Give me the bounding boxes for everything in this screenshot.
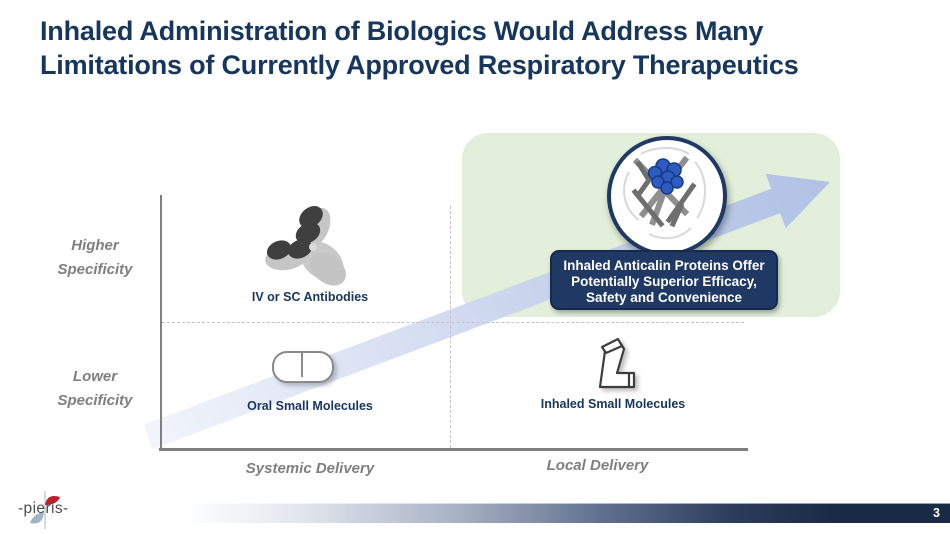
pieris-logo-butterfly <box>30 491 60 529</box>
pill-icon <box>272 351 334 383</box>
antibody-icon <box>265 206 346 286</box>
inhaler-icon <box>598 337 636 389</box>
oral-small-molecules-label: Oral Small Molecules <box>247 399 373 413</box>
anticalin-callout: Inhaled Anticalin Proteins Offer Potenti… <box>550 250 778 310</box>
inhaled-small-molecules-label: Inhaled Small Molecules <box>540 397 686 411</box>
antibodies-label: IV or SC Antibodies <box>251 290 369 304</box>
pill-divider <box>301 353 303 377</box>
anticalin-protein-icon <box>607 136 727 256</box>
systemic-delivery-label: Systemic Delivery <box>245 460 375 477</box>
lower-label-line2: Specificity <box>57 392 133 409</box>
callout-line3: Safety and Convenience <box>585 290 743 305</box>
slide-title: Inhaled Administration of Biologics Woul… <box>40 14 920 82</box>
callout-line2: Potentially Superior Efficacy, <box>571 274 757 289</box>
slide-title-line2: Limitations of Currently Approved Respir… <box>40 50 799 80</box>
protein-ribbon-graphic <box>623 147 706 240</box>
horizontal-divider-dashed <box>162 322 744 323</box>
page-number: 3 <box>933 506 940 520</box>
callout-line1: Inhaled Anticalin Proteins Offer <box>563 258 765 273</box>
lower-specificity-label: Lower Specificity <box>38 365 152 413</box>
pieris-logo: -pieris- <box>14 488 126 532</box>
lower-label-line1: Lower <box>72 368 118 385</box>
higher-label-line1: Higher <box>71 237 119 254</box>
pieris-logo-text: -pieris- <box>18 500 69 517</box>
footer-bar: 3 <box>183 503 950 523</box>
vertical-divider-dashed <box>450 206 451 448</box>
slide-title-line1: Inhaled Administration of Biologics Woul… <box>40 16 764 46</box>
local-delivery-label: Local Delivery <box>546 457 649 474</box>
higher-specificity-label: Higher Specificity <box>38 234 152 282</box>
x-axis-line <box>159 448 748 451</box>
y-axis-line <box>160 195 162 450</box>
higher-label-line2: Specificity <box>57 261 133 278</box>
